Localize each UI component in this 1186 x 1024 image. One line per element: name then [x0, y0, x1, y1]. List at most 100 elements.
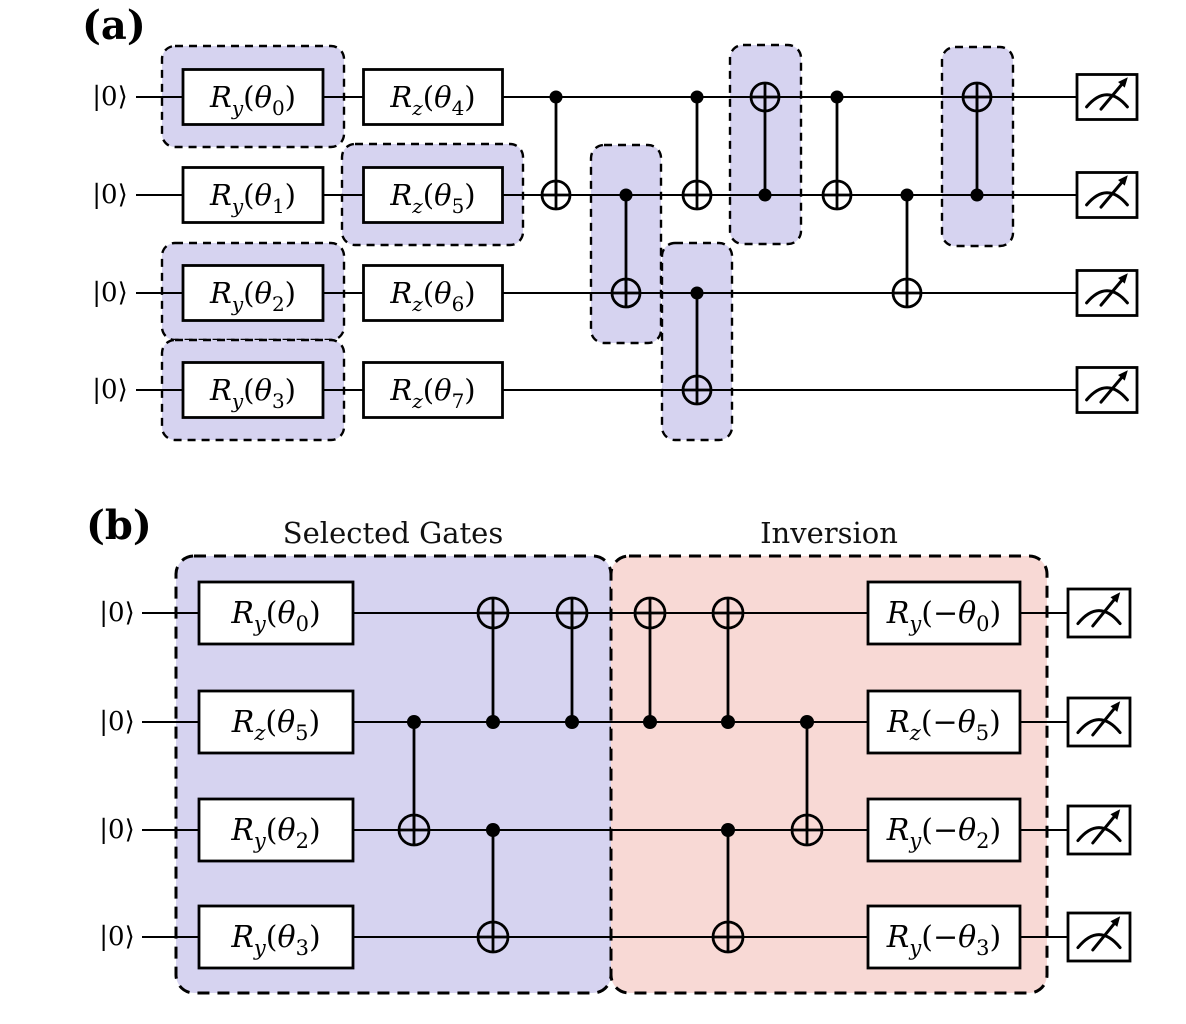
measure-gauge-icon: [1085, 175, 1129, 209]
cnot-gate: [476, 596, 510, 729]
cnot-target-icon: [961, 81, 993, 113]
cnot-gate: [891, 188, 923, 309]
measurement-gate: [1075, 366, 1139, 414]
qubit-label: |0⟩: [92, 82, 128, 112]
gate-box: [866, 904, 1022, 970]
cnot-gate: [681, 286, 713, 406]
circuit-a: Ry(θ0) Ry(θ1) Ry(θ2) Ry(θ3) Rz(θ4) Rz(θ5) Rz(θ…: [136, 43, 1139, 442]
cnot-gate: [711, 596, 745, 729]
gate-label: Ry(θ0): [209, 80, 296, 120]
gauge-needle-arrowhead: [1110, 701, 1121, 712]
gate-box: [362, 68, 504, 126]
gauge-needle-arrowhead: [1110, 916, 1121, 927]
gate-label: Ry(θ2): [209, 276, 296, 316]
gate-label: Rz(−θ5): [886, 705, 1001, 745]
gate-box: [181, 68, 325, 126]
gate-box: [362, 166, 504, 224]
measurement-box: [1066, 804, 1132, 856]
rotation-gate: Ry(θ2): [197, 797, 355, 863]
rotation-gate: Rz(θ7): [362, 361, 504, 419]
measurement-gate: [1066, 911, 1132, 963]
gate-label: Rz(θ7): [389, 373, 475, 413]
cnot-control-dot: [690, 90, 704, 104]
rotation-gate: Ry(θ3): [181, 361, 325, 419]
gate-label: Ry(θ1): [209, 178, 296, 218]
cnot-control-dot: [970, 188, 984, 202]
inversion-title: Inversion: [760, 516, 898, 550]
cnot-gate: [961, 81, 993, 202]
cnot-gate: [681, 90, 713, 211]
cnot-target-icon: [790, 813, 824, 847]
measurement-box: [1066, 911, 1132, 963]
gauge-needle-arrowhead: [1118, 77, 1128, 88]
gate-label: Ry(θ3): [230, 920, 320, 960]
gate-box: [197, 580, 355, 646]
rotation-gate: Ry(−θ3): [866, 904, 1022, 970]
cnot-target-icon: [633, 596, 667, 630]
gate-label: Ry(θ0): [230, 596, 320, 636]
cnot-gate: [633, 596, 667, 729]
circuit-b: Ry(θ0) Rz(θ5) Ry(θ2) Ry(θ3) Ry(−θ0) Rz(−θ5) Ry…: [142, 554, 1132, 995]
measurement-box: [1066, 587, 1132, 639]
cnot-target-icon: [555, 596, 589, 630]
gauge-needle: [1091, 598, 1116, 628]
measurement-gate: [1075, 73, 1139, 121]
gate-label: Rz(θ5): [389, 178, 475, 218]
cnot-control-dot: [486, 823, 500, 837]
gate-label: Rz(θ5): [231, 705, 321, 745]
cnot-target-icon: [681, 374, 713, 406]
cnot-gate: [397, 715, 431, 847]
cnot-gate: [555, 596, 589, 729]
measurement-gate: [1075, 171, 1139, 219]
panel-b-label: (b): [86, 502, 152, 549]
cnot-target-icon: [749, 81, 781, 113]
rotation-gate: Ry(θ3): [197, 904, 355, 970]
gate-box: [197, 689, 355, 755]
measure-gauge-icon: [1085, 273, 1129, 307]
measure-gauge-icon: [1076, 809, 1122, 845]
gate-box: [866, 689, 1022, 755]
gauge-needle-arrowhead: [1110, 809, 1121, 820]
measure-gauge-icon: [1076, 701, 1122, 737]
cnot-control-dot: [407, 715, 421, 729]
cnot-control-dot: [800, 715, 814, 729]
gauge-arc: [1085, 386, 1129, 402]
panel-a-label: (a): [82, 2, 146, 49]
measurement-gate: [1066, 696, 1132, 748]
gate-box: [181, 264, 325, 322]
gauge-needle: [1099, 376, 1123, 404]
qubit-label: |0⟩: [92, 278, 128, 308]
gauge-needle: [1091, 707, 1116, 737]
cnot-control-dot: [565, 715, 579, 729]
rotation-gate: Rz(θ5): [197, 689, 355, 755]
cnot-target-icon: [821, 179, 853, 211]
cnot-target-icon: [476, 596, 510, 630]
rotation-gate: Ry(θ2): [181, 264, 325, 322]
gate-label: Ry(−θ2): [886, 813, 1001, 853]
cnot-target-icon: [540, 179, 572, 211]
cnot-target-icon: [397, 813, 431, 847]
gate-box: [181, 166, 325, 224]
cnot-control-dot: [549, 90, 563, 104]
rotation-gate: Rz(−θ5): [866, 689, 1022, 755]
qubit-label: |0⟩: [92, 180, 128, 210]
cnot-control-dot: [486, 715, 500, 729]
gauge-arc: [1076, 933, 1122, 950]
gauge-needle: [1091, 815, 1116, 845]
gauge-needle: [1099, 279, 1123, 307]
rotation-gate: Ry(−θ0): [866, 580, 1022, 646]
cnot-target-icon: [610, 277, 642, 309]
gate-label: Ry(θ2): [230, 813, 320, 853]
gate-label: Ry(−θ0): [886, 596, 1001, 636]
cnot-gate: [711, 823, 745, 954]
rotation-gate: Ry(θ1): [181, 166, 325, 224]
gauge-needle-arrowhead: [1110, 592, 1121, 603]
rotation-gate: Ry(θ0): [181, 68, 325, 126]
qubit-label: |0⟩: [99, 707, 135, 737]
rotation-gate: Rz(θ4): [362, 68, 504, 126]
gauge-needle-arrowhead: [1118, 273, 1128, 284]
gate-box: [181, 361, 325, 419]
measurement-gate: [1066, 804, 1132, 856]
measurement-box: [1075, 269, 1139, 317]
